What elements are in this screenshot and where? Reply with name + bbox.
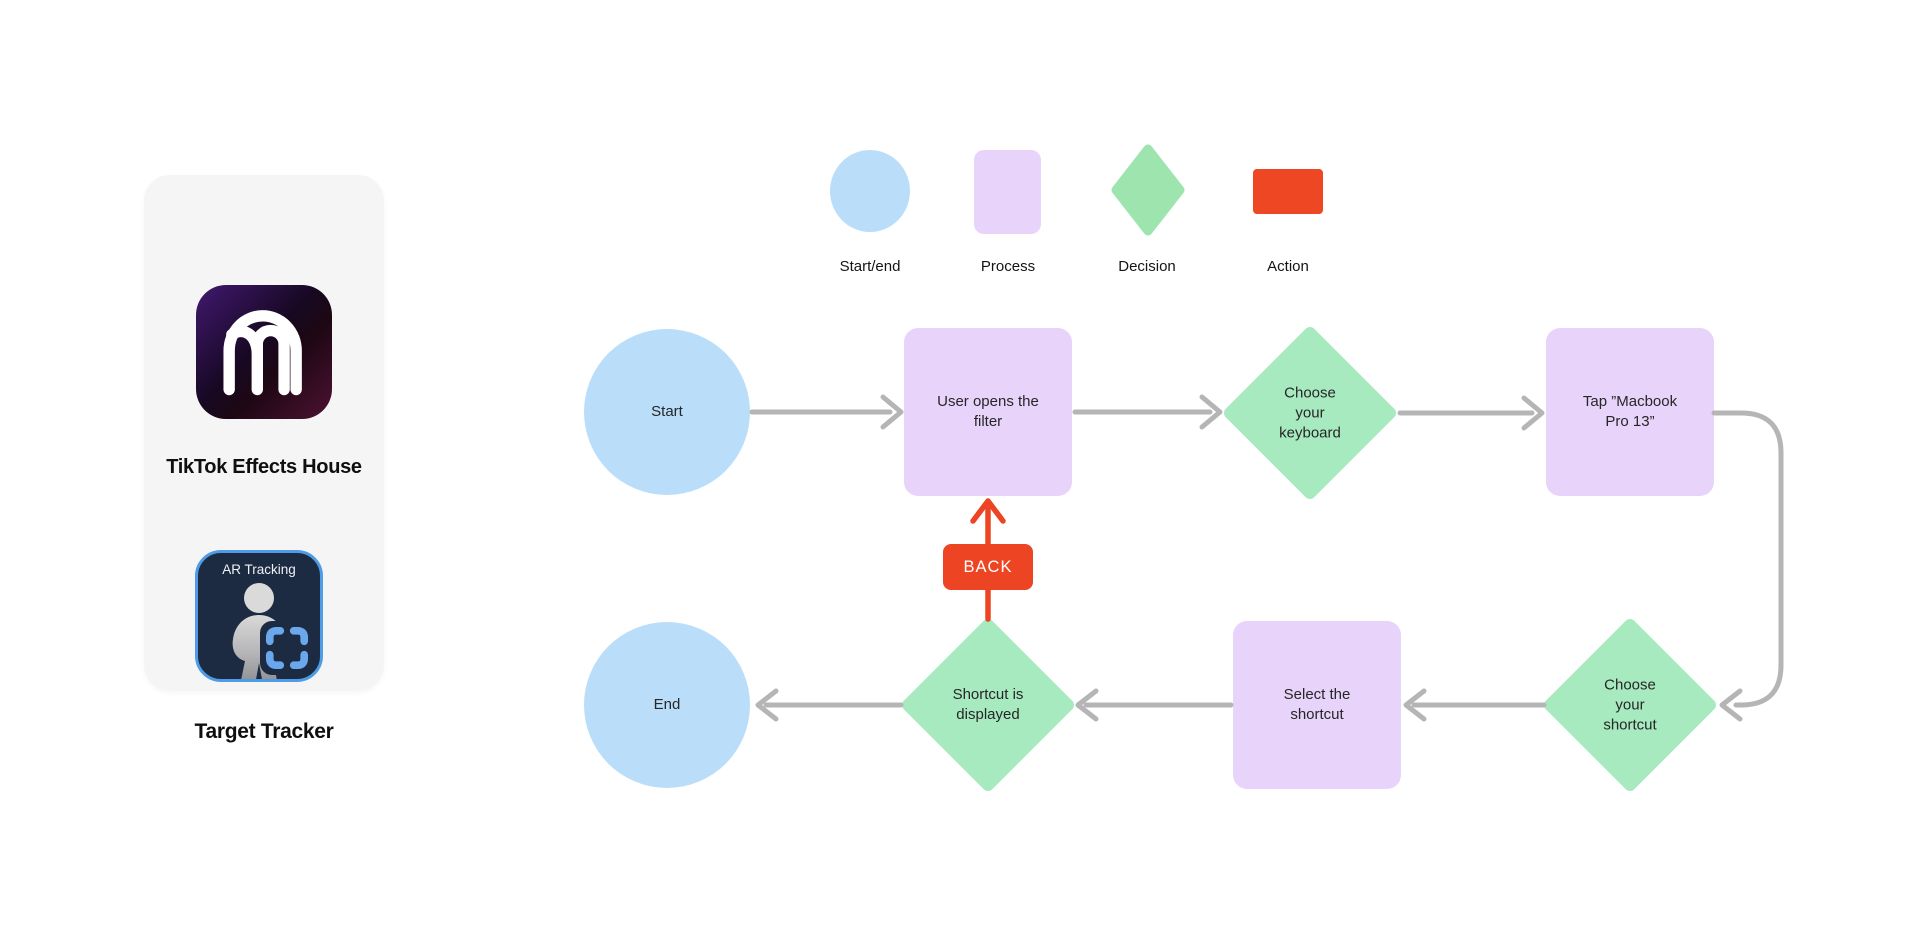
edge-tap-macbook-to-choose-shortcut (1711, 410, 1784, 722)
edge-open-filter-to-choose-keyboard (1072, 394, 1223, 430)
node-select-shortcut: Select the shortcut (1233, 621, 1401, 789)
legend-action-shape (1253, 169, 1323, 214)
node-shortcut-displayed-label: Shortcut is displayed (952, 686, 1024, 723)
edge-select-shortcut-to-shortcut-displayed (1075, 688, 1234, 722)
node-user-opens-filter: User opens the filter (904, 328, 1072, 496)
node-start-label: Start (651, 403, 683, 421)
edge-choose-shortcut-to-select-shortcut (1403, 688, 1547, 722)
legend-decision-shape (1111, 144, 1185, 236)
legend-startend-label: Start/end (839, 258, 901, 275)
effect-house-logo-icon (196, 285, 332, 419)
legend-decision-label: Decision (1118, 258, 1176, 275)
tracking-brackets-icon (265, 626, 309, 670)
legend-startend-shape (830, 150, 910, 232)
back-action-button[interactable]: BACK (943, 544, 1033, 590)
tracker-title: Target Tracker (194, 720, 334, 743)
edge-start-to-open-filter (749, 394, 904, 430)
node-tap-macbook-label: Tap ”Macbook Pro 13” (1582, 393, 1678, 430)
node-choose-shortcut (1544, 619, 1716, 791)
node-choose-shortcut-label: Choose your shortcut (1603, 676, 1657, 733)
node-select-shortcut-label: Select the shortcut (1283, 686, 1351, 723)
node-end-label: End (653, 696, 681, 714)
effect-house-panel: TikTok Effects House AR Tracking (144, 175, 384, 743)
node-choose-keyboard-label: Choose your keyboard (1279, 384, 1341, 441)
node-user-opens-filter-label: User opens the filter (937, 393, 1039, 430)
ar-tile-label: AR Tracking (222, 562, 296, 577)
legend-process-shape (974, 150, 1041, 234)
node-end: End (584, 622, 750, 788)
legend-action-label: Action (1267, 258, 1309, 275)
legend-process-label: Process (980, 258, 1036, 275)
app-title: TikTok Effects House (166, 456, 362, 478)
node-shortcut-displayed (902, 619, 1074, 791)
node-tap-macbook: Tap ”Macbook Pro 13” (1546, 328, 1714, 496)
node-start: Start (584, 329, 750, 495)
ar-tracking-tile[interactable]: AR Tracking (195, 550, 323, 682)
edge-shortcut-displayed-to-end (755, 688, 904, 722)
edge-choose-keyboard-to-tap-macbook (1397, 395, 1545, 431)
node-choose-keyboard (1224, 327, 1396, 499)
